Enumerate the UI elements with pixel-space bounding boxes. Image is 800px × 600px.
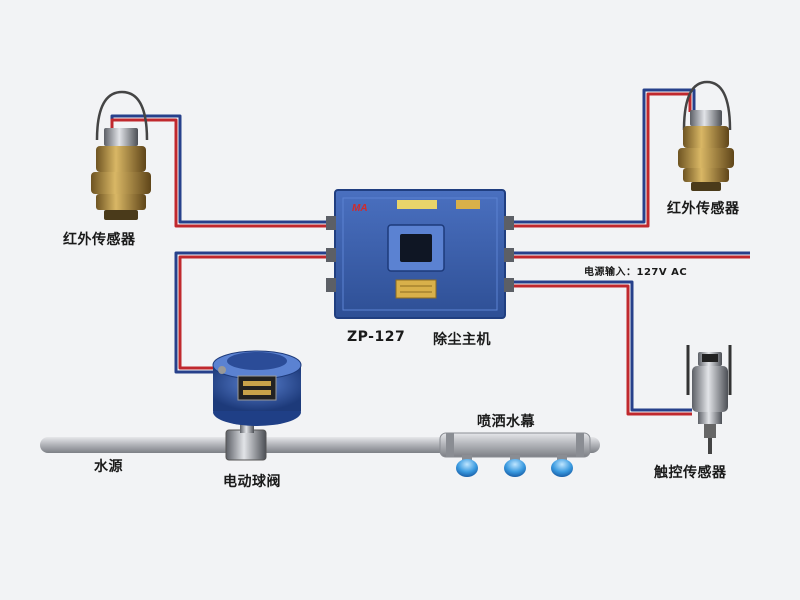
controller-box xyxy=(326,189,514,319)
ir-sensor-left-label: 红外传感器 xyxy=(63,232,136,248)
spray-nozzle-1 xyxy=(456,455,478,477)
cable-power-input xyxy=(505,251,750,259)
spray-curtain-label: 喷洒水幕 xyxy=(477,414,535,430)
cable-valve xyxy=(174,251,335,374)
cable-right-ir xyxy=(505,88,696,228)
touch-sensor-label: 触控传感器 xyxy=(654,465,727,481)
cable-touch-sensor xyxy=(505,280,692,416)
water-source-label: 水源 xyxy=(94,459,123,475)
touch-sensor-device xyxy=(686,345,732,454)
spray-nozzle-3 xyxy=(551,455,573,477)
electric-valve-label: 电动球阀 xyxy=(223,474,281,490)
water-pipe xyxy=(40,432,600,458)
controller-model-label: ZP-127 xyxy=(347,329,406,345)
ir-sensor-right-label: 红外传感器 xyxy=(667,201,740,217)
controller-badge: MA xyxy=(352,203,368,214)
spray-nozzle-2 xyxy=(504,455,526,477)
electric-ball-valve xyxy=(212,350,302,461)
infrared-sensor-right-device xyxy=(678,80,734,191)
cable-left-ir xyxy=(110,114,335,228)
infrared-sensor-left-device xyxy=(91,90,151,220)
controller-name-label: 除尘主机 xyxy=(433,332,491,348)
power-input-label: 电源输入：127V AC xyxy=(584,267,688,278)
